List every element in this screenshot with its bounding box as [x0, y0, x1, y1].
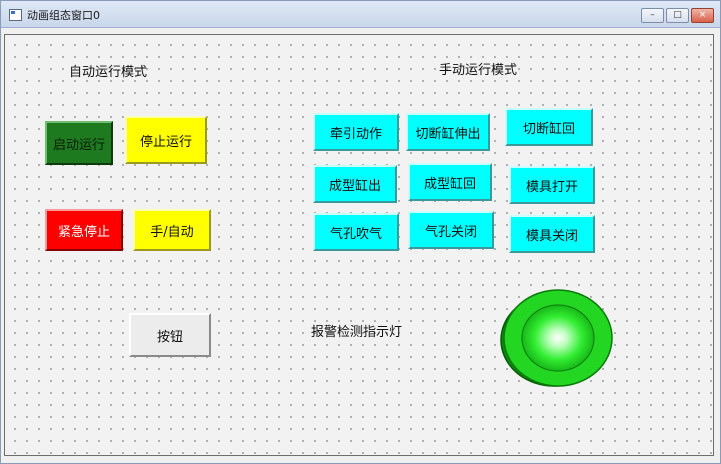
- window-title: 动画组态窗口0: [27, 9, 100, 22]
- air-hole-close-button[interactable]: 气孔关闭: [408, 211, 494, 249]
- start-run-button[interactable]: 启动运行: [45, 121, 113, 165]
- forming-cylinder-out-button[interactable]: 成型缸出: [313, 165, 397, 203]
- maximize-button[interactable]: □: [666, 8, 689, 23]
- stop-run-button[interactable]: 停止运行: [125, 116, 207, 164]
- title-bar: 动画组态窗口0 – □ ×: [1, 1, 720, 28]
- minimize-button[interactable]: –: [641, 8, 664, 23]
- manual-mode-title: 手动运行模式: [439, 63, 518, 78]
- alarm-lamp-label: 报警检测指示灯: [311, 325, 403, 340]
- mold-open-button[interactable]: 模具打开: [509, 166, 595, 204]
- cut-cylinder-extend-button[interactable]: 切断缸伸出: [406, 113, 490, 151]
- forming-cylinder-return-button[interactable]: 成型缸回: [408, 163, 492, 201]
- generic-button[interactable]: 按钮: [129, 313, 211, 357]
- air-hole-blow-button[interactable]: 气孔吹气: [313, 213, 399, 251]
- auto-mode-title: 自动运行模式: [69, 65, 148, 80]
- manual-auto-toggle-button[interactable]: 手/自动: [133, 209, 211, 251]
- emergency-stop-button[interactable]: 紧急停止: [45, 209, 123, 251]
- indicator-lamp-icon: [500, 288, 614, 388]
- window-icon: [9, 9, 22, 21]
- traction-button[interactable]: 牵引动作: [313, 113, 399, 151]
- cut-cylinder-return-button[interactable]: 切断缸回: [505, 108, 593, 146]
- mold-close-button[interactable]: 模具关闭: [509, 215, 595, 253]
- close-button[interactable]: ×: [691, 8, 714, 23]
- hmi-canvas: 自动运行模式 手动运行模式 启动运行 停止运行 紧急停止 手/自动 牵引动作 切…: [4, 34, 714, 456]
